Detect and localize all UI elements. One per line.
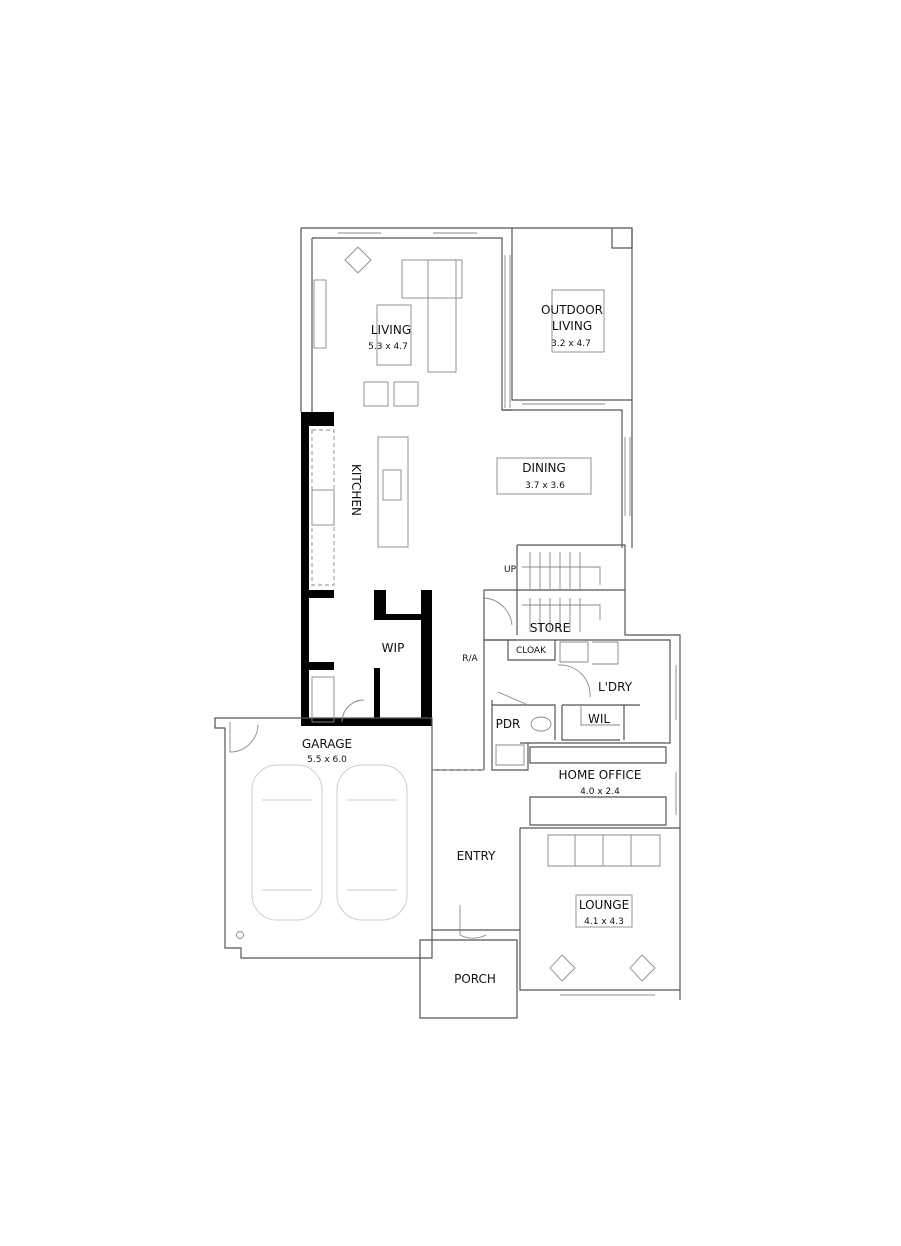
- walls: [214, 227, 681, 1019]
- entry-label: ENTRY: [457, 849, 496, 863]
- furniture: [311, 246, 605, 586]
- garage-label: GARAGE: [302, 737, 352, 751]
- porch-label: PORCH: [454, 972, 496, 986]
- cloak-label: CLOAK: [516, 646, 547, 656]
- lounge-size: 4.1 x 4.3: [584, 917, 624, 927]
- living-size: 5.3 x 4.7: [368, 342, 408, 352]
- home-office-size: 4.0 x 2.4: [580, 787, 620, 797]
- home-office-label: HOME OFFICE: [559, 768, 642, 782]
- living-label: LIVING: [371, 323, 411, 337]
- lounge-label: LOUNGE: [579, 898, 629, 912]
- wip-label: WIP: [382, 641, 405, 655]
- outdoor-living-label-1: OUTDOOR: [541, 303, 603, 317]
- outdoor-living-label-2: LIVING: [552, 319, 592, 333]
- pdr-label: PDR: [496, 717, 521, 731]
- dining-label: DINING: [522, 461, 566, 475]
- store-label: STORE: [530, 621, 570, 635]
- return-air-label: R/A: [462, 654, 478, 664]
- garage-size: 5.5 x 6.0: [307, 755, 347, 765]
- stair-up-label: UP: [504, 565, 517, 575]
- cars: [251, 764, 408, 921]
- laundry-label: L'DRY: [598, 680, 633, 694]
- kitchen-label: KITCHEN: [349, 464, 363, 516]
- outdoor-living-size: 3.2 x 4.7: [551, 339, 591, 349]
- dining-size: 3.7 x 3.6: [525, 481, 565, 491]
- meter-icon: [236, 931, 244, 939]
- wil-label: WIL: [588, 712, 610, 726]
